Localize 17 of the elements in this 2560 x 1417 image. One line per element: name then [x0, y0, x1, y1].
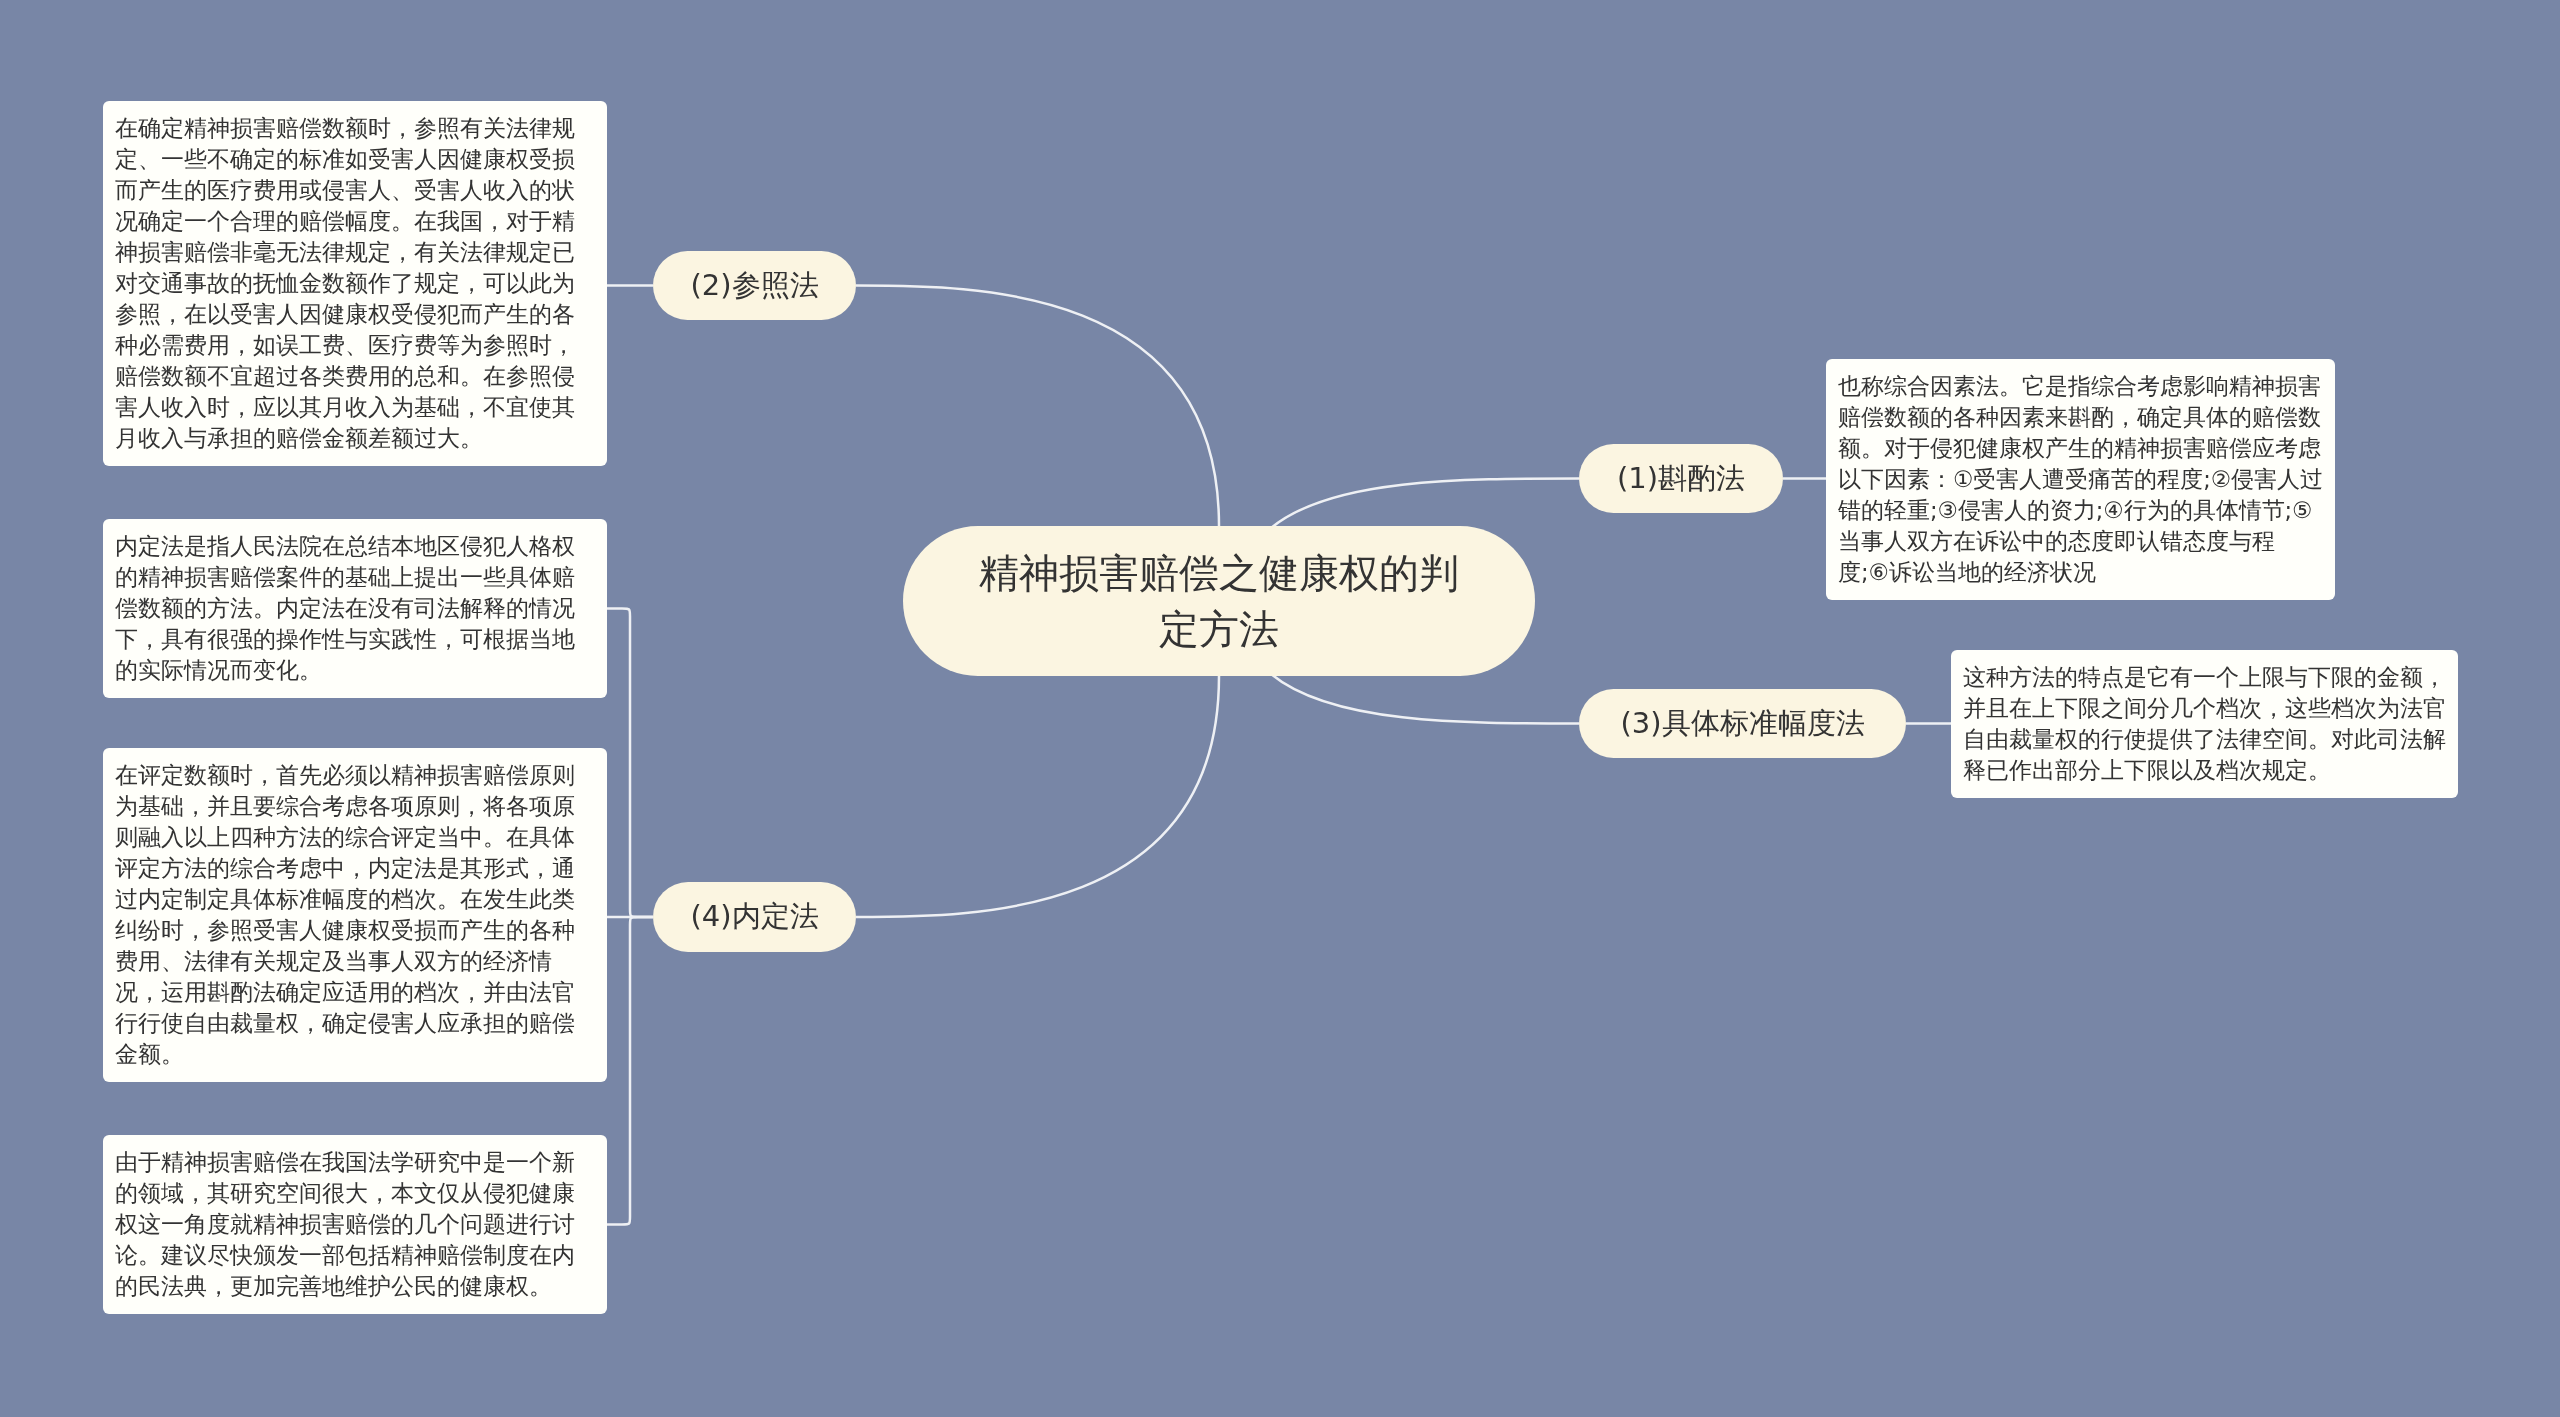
note-box: 这种方法的特点是它有一个上限与下限的金额，并且在上下限之间分几个档次，这些档次为法官自由裁量权的行使提供了法律空间。对此司法解释已作出部分上下限以及档次规定。 — [1951, 650, 2458, 798]
connector-line — [607, 915, 653, 1226]
connector-line — [607, 284, 653, 287]
topic-box: (2)参照法 — [653, 251, 856, 320]
topic-box: (4)内定法 — [653, 882, 856, 952]
note-box: 在确定精神损害赔偿数额时，参照有关法律规定、一些不确定的标准如受害人因健康权受损而产生的医疗费用或侵害人、受害人收入的状况确定一个合理的赔偿幅度。在我国，对于精神损害赔偿非毫无法律规定，有关法律规定已对交通事故的抚恤金数额作了规定，可以此为参照，在以受害人因健康权受侵犯而产生的各种必需费用，如误工费、医疗费等为参照时，赔偿数额不宜超过各类费用的总和。在参照侵害人收入时，应以其月收入为基础，不宜使其月收入与承担的赔偿金额差额过大。 — [103, 101, 607, 466]
central-topic: 精神损害赔偿之健康权的判定方法 — [903, 526, 1535, 676]
note-box: 内定法是指人民法院在总结本地区侵犯人格权的精神损害赔偿案件的基础上提出一些具体赔偿数额的方法。内定法在没有司法解释的情况下，具有很强的操作性与实践性，可根据当地的实际情况而变化。 — [103, 519, 607, 698]
note-box: 也称综合因素法。它是指综合考虑影响精神损害赔偿数额的各种因素来斟酌，确定具体的赔偿数额。对于侵犯健康权产生的精神损害赔偿应考虑以下因素：①受害人遭受痛苦的程度;②侵害人过错的轻重;③侵害人的资力;④行为的具体情节;⑤当事人双方在诉讼中的态度即认错态度与程度;⑥诉讼当地的经济状况 — [1826, 359, 2335, 600]
topic-box: (1)斟酌法 — [1579, 444, 1783, 513]
note-box: 由于精神损害赔偿在我国法学研究中是一个新的领域，其研究空间很大，本文仅从侵犯健康权这一角度就精神损害赔偿的几个问题进行讨论。建议尽快颁发一部包括精神赔偿制度在内的民法典，更加完善地维护公民的健康权。 — [103, 1135, 607, 1314]
connector-line — [1783, 477, 1826, 480]
topic-box: (3)具体标准幅度法 — [1579, 689, 1906, 758]
connector-line — [856, 675, 1221, 919]
connector-line — [1906, 722, 1951, 725]
note-box: 在评定数额时，首先必须以精神损害赔偿原则为基础，并且要综合考虑各项原则，将各项原则融入以上四种方法的综合评定当中。在具体评定方法的综合考虑中，内定法是其形式，通过内定制定具体标准幅度的档次。在发生此类纠纷时，参照受害人健康权受损而产生的各种费用、法律有关规定及当事人双方的经济情况，运用斟酌法确定应适用的档次，并由法官行行使自由裁量权，确定侵害人应承担的赔偿金额。 — [103, 748, 607, 1082]
connector-line — [856, 284, 1221, 527]
